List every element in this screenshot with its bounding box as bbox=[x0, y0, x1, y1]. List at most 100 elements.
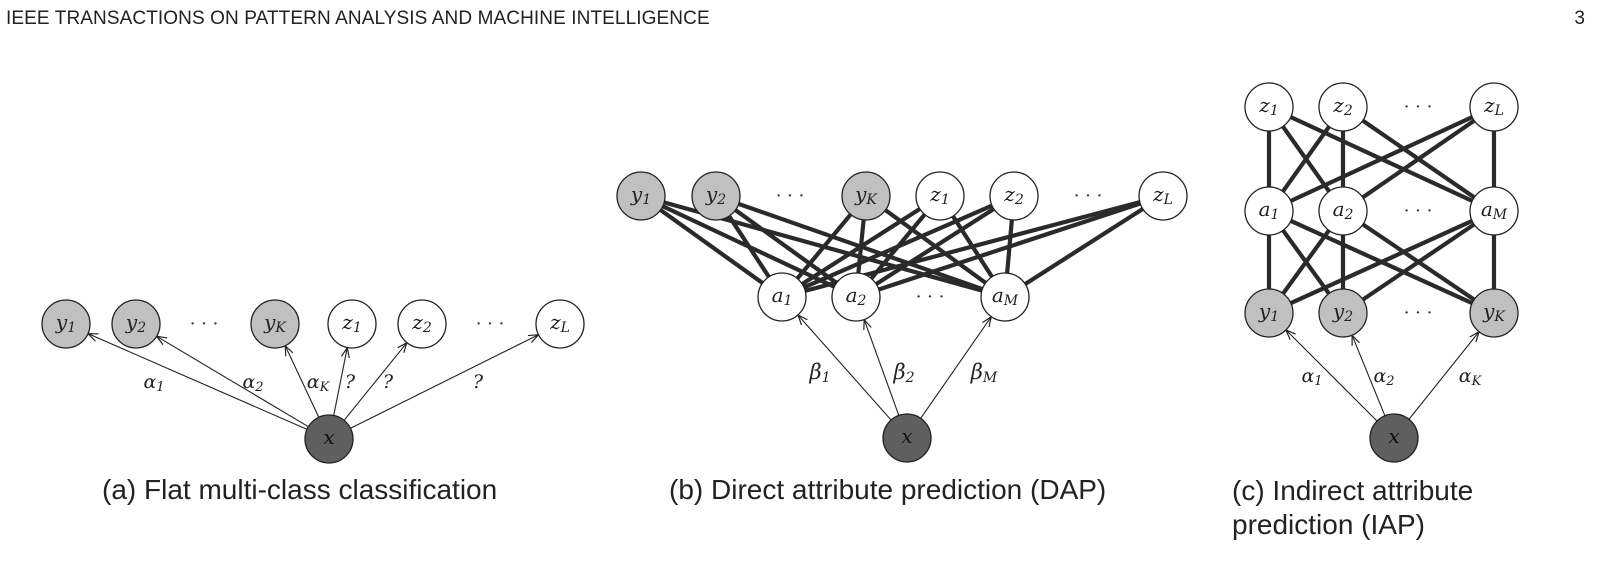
node-a-yK: yK bbox=[250, 299, 300, 349]
edge-label-a-1: α1 bbox=[143, 371, 164, 395]
edge-b-zL-a2 bbox=[874, 200, 1145, 293]
node-a-zL-label: zL bbox=[549, 310, 570, 336]
node-c-z2-label: z2 bbox=[1332, 93, 1353, 119]
node-b-yK-circle bbox=[841, 171, 891, 221]
edge-b-yK-a1 bbox=[793, 210, 855, 283]
node-a-y1-label: y1 bbox=[55, 310, 76, 336]
node-b-x-circle bbox=[882, 413, 932, 463]
node-c-yK-label: yK bbox=[1482, 299, 1506, 325]
node-b-a2-circle bbox=[831, 272, 881, 322]
node-a-x: x bbox=[304, 414, 354, 464]
node-a-z2-circle bbox=[397, 299, 447, 349]
node-a-y1: y1 bbox=[41, 299, 91, 349]
node-c-yK: yK bbox=[1469, 288, 1519, 338]
node-b-zL-circle bbox=[1138, 171, 1188, 221]
page-number: 3 bbox=[1574, 8, 1585, 29]
ellipsis-b-z: · · · bbox=[1074, 186, 1103, 207]
node-b-y2: y2 bbox=[691, 171, 741, 221]
node-a-z1-circle bbox=[327, 299, 377, 349]
ellipsis-b-y: · · · bbox=[776, 186, 805, 207]
ellipsis-c-z: · · · bbox=[1404, 97, 1433, 118]
node-a-zL: zL bbox=[535, 299, 585, 349]
node-b-y2-circle bbox=[691, 171, 741, 221]
edge-b-x-a1 bbox=[798, 315, 892, 421]
node-b-z1-label: z1 bbox=[929, 182, 949, 208]
edge-a-yK bbox=[285, 346, 320, 418]
node-a-yK-circle bbox=[250, 299, 300, 349]
edge-label-a-4: ? bbox=[345, 371, 356, 393]
node-a-z1: z1 bbox=[327, 299, 377, 349]
node-b-y1-label: y1 bbox=[630, 182, 651, 208]
running-header: IEEE TRANSACTIONS ON PATTERN ANALYSIS AN… bbox=[6, 8, 710, 29]
edge-label-b-3: βM bbox=[970, 360, 998, 386]
node-b-y1-circle bbox=[616, 171, 666, 221]
node-c-aM-label: aM bbox=[1481, 197, 1508, 223]
edge-c-a2-y1 bbox=[1279, 226, 1333, 298]
node-a-x-label: x bbox=[323, 425, 334, 449]
node-b-z1-circle bbox=[915, 171, 965, 221]
edge-c-zL-a2 bbox=[1359, 117, 1478, 201]
edge-b-zL-aM bbox=[1021, 205, 1147, 288]
node-c-z1-label: z1 bbox=[1258, 93, 1278, 119]
caption-c-line1: (c) Indirect attribute bbox=[1232, 475, 1474, 506]
node-c-y1-circle bbox=[1244, 288, 1294, 338]
edge-b-z2-a2 bbox=[872, 205, 998, 288]
edge-b-y1-a1 bbox=[656, 206, 767, 287]
node-c-z1: z1 bbox=[1244, 82, 1294, 132]
node-b-a2: a2 bbox=[831, 272, 881, 322]
edge-c-zL-a1 bbox=[1286, 114, 1477, 204]
node-c-x-circle bbox=[1369, 413, 1419, 463]
edge-c-x-yK bbox=[1408, 332, 1479, 420]
edge-label-a-2: α2 bbox=[242, 371, 263, 395]
edge-c-z2-a1 bbox=[1279, 122, 1333, 196]
node-c-y1: y1 bbox=[1244, 288, 1294, 338]
node-a-y2-circle bbox=[111, 299, 161, 349]
node-c-y2-circle bbox=[1318, 288, 1368, 338]
ellipsis-a-z: · · · bbox=[476, 314, 505, 335]
node-c-a1-label: a1 bbox=[1259, 197, 1280, 223]
node-c-z1-circle bbox=[1244, 82, 1294, 132]
edge-a-y1 bbox=[88, 334, 308, 430]
node-c-zL: zL bbox=[1469, 82, 1519, 132]
edge-b-x-aM bbox=[920, 317, 992, 419]
edge-a-y2 bbox=[157, 336, 309, 428]
caption-a: (a) Flat multi-class classification bbox=[102, 474, 498, 505]
node-b-y2-label: y2 bbox=[705, 182, 726, 208]
node-a-y2-label: y2 bbox=[125, 310, 146, 336]
node-b-zL-label: zL bbox=[1152, 182, 1173, 208]
node-b-y1: y1 bbox=[616, 171, 666, 221]
edge-b-x-a2 bbox=[864, 320, 900, 416]
node-c-y2-label: y2 bbox=[1332, 299, 1353, 325]
node-b-a1: a1 bbox=[757, 272, 807, 322]
node-b-x-label: x bbox=[901, 424, 912, 448]
node-c-a2-circle bbox=[1318, 186, 1368, 236]
node-b-aM-label: aM bbox=[992, 283, 1019, 309]
edge-label-c-1: α1 bbox=[1301, 365, 1322, 389]
node-c-x-label: x bbox=[1388, 424, 1399, 448]
node-b-yK-label: yK bbox=[854, 182, 878, 208]
node-a-yK-label: yK bbox=[263, 310, 287, 336]
edge-a-z2 bbox=[343, 343, 407, 421]
node-a-y1-circle bbox=[41, 299, 91, 349]
node-c-z2: z2 bbox=[1318, 82, 1368, 132]
node-b-z2: z2 bbox=[989, 171, 1039, 221]
edge-label-c-2: α2 bbox=[1373, 365, 1394, 389]
node-b-zL: zL bbox=[1138, 171, 1188, 221]
node-c-x: x bbox=[1369, 413, 1419, 463]
node-c-aM: aM bbox=[1469, 186, 1519, 236]
node-a-y2: y2 bbox=[111, 299, 161, 349]
edge-label-b-2: β2 bbox=[892, 360, 914, 386]
node-c-aM-circle bbox=[1469, 186, 1519, 236]
caption-b: (b) Direct attribute prediction (DAP) bbox=[669, 474, 1107, 505]
edge-label-a-3: αK bbox=[307, 371, 331, 395]
edge-c-x-y2 bbox=[1352, 335, 1386, 416]
edge-a-z1 bbox=[333, 348, 348, 416]
node-c-y2: y2 bbox=[1318, 288, 1368, 338]
caption-c: (c) Indirect attribute prediction (IAP) bbox=[1232, 474, 1532, 542]
edge-c-aM-y2 bbox=[1359, 221, 1478, 303]
node-b-z2-label: z2 bbox=[1003, 182, 1024, 208]
node-c-zL-circle bbox=[1469, 82, 1519, 132]
node-b-z2-circle bbox=[989, 171, 1039, 221]
ellipsis-c-y: · · · bbox=[1404, 303, 1433, 324]
edge-label-b-1: β1 bbox=[808, 360, 830, 386]
